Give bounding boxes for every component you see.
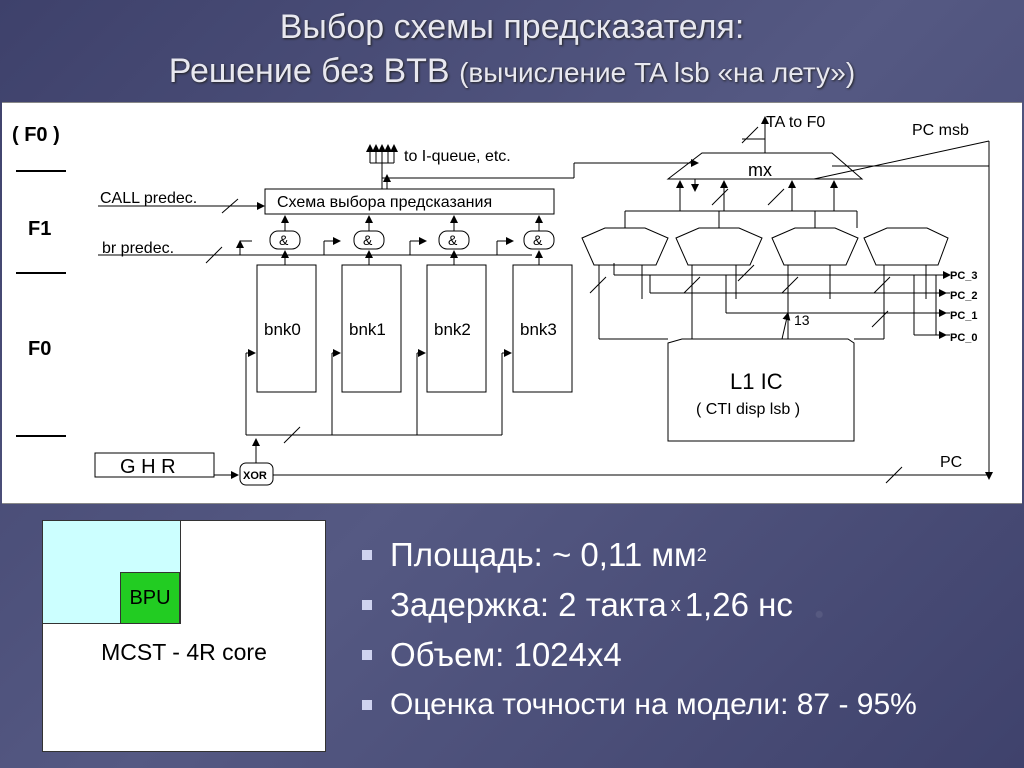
pc1-label: PC_1: [950, 310, 978, 322]
bank-2-label: bnk2: [434, 320, 471, 339]
mx-label: mx: [748, 160, 772, 180]
and-gate-1-label: &: [363, 232, 373, 248]
slide-title-line2: Решение без BTB (вычисление TA lsb «на л…: [0, 52, 1024, 91]
accuracy-text: Оценка точности на модели: 87 - 95%: [390, 688, 917, 721]
bank-1-label: bnk1: [349, 320, 386, 339]
and-gate-2-label: &: [448, 232, 458, 248]
bullet-marker: [362, 550, 372, 560]
core-label: MCST - 4R core: [101, 639, 267, 665]
bank-3-label: bnk3: [520, 320, 557, 339]
latency-value: 1,26 нс: [684, 586, 793, 623]
bus-width-label: 13: [794, 312, 810, 328]
slide-title-line1: Выбор схемы предсказателя:: [279, 8, 745, 46]
bullet-marker: [362, 700, 372, 710]
area-text: Площадь: ~ 0,11 мм: [390, 536, 697, 573]
predictor-diagram: ( F0 ) F1 F0 CALL predec. br predec. Схе…: [2, 102, 1022, 504]
diagram-svg: ( F0 ) F1 F0 CALL predec. br predec. Схе…: [12, 114, 993, 486]
l1ic-label: L1 IC: [730, 369, 783, 394]
br-predec-label: br predec.: [102, 240, 174, 257]
ta-to-f0-label: TA to F0: [766, 114, 825, 131]
stage-f1: F1: [28, 218, 51, 240]
ghr-label: G H R: [120, 456, 176, 478]
and-gate-3-label: &: [533, 232, 543, 248]
volume-text: Объем: 1024x4: [390, 636, 622, 673]
core-floorplan: BPU MCST - 4R core: [42, 520, 326, 752]
title-main: Решение без BTB: [168, 52, 450, 90]
latency-text: Задержка: 2 такта: [390, 586, 667, 623]
bullet-volume: Объем: 1024x4: [362, 630, 917, 680]
select-scheme-label: Схема выбора предсказания: [277, 194, 492, 211]
pc2-label: PC_2: [950, 290, 978, 302]
bullet-marker: [362, 650, 372, 660]
bpu-block: BPU: [120, 572, 180, 624]
and-gate-0-label: &: [279, 232, 289, 248]
bank-0-label: bnk0: [264, 320, 301, 339]
cti-label: ( CTI disp lsb ): [696, 401, 800, 418]
stage-f0: F0: [28, 338, 51, 360]
pc3-label: PC_3: [950, 270, 978, 282]
pc-msb-label: PC msb: [912, 122, 969, 139]
title-paren: (вычисление TA lsb «на лету»): [459, 57, 856, 88]
xor-label: XOR: [243, 470, 267, 482]
area-sup: 2: [696, 544, 707, 565]
pc-label: PC: [940, 454, 962, 471]
call-predec-label: CALL predec.: [100, 190, 197, 207]
latency-x: x: [670, 593, 681, 616]
to-iqueue-label: to I-queue, etc.: [404, 148, 511, 165]
bullet-accuracy: Оценка точности на модели: 87 - 95%: [362, 680, 917, 730]
bullet-marker: [362, 600, 372, 610]
stage-f0-paren: ( F0 ): [12, 124, 60, 146]
bullet-latency: Задержка: 2 такта x 1,26 нс: [362, 580, 917, 630]
pc0-label: PC_0: [950, 332, 978, 344]
